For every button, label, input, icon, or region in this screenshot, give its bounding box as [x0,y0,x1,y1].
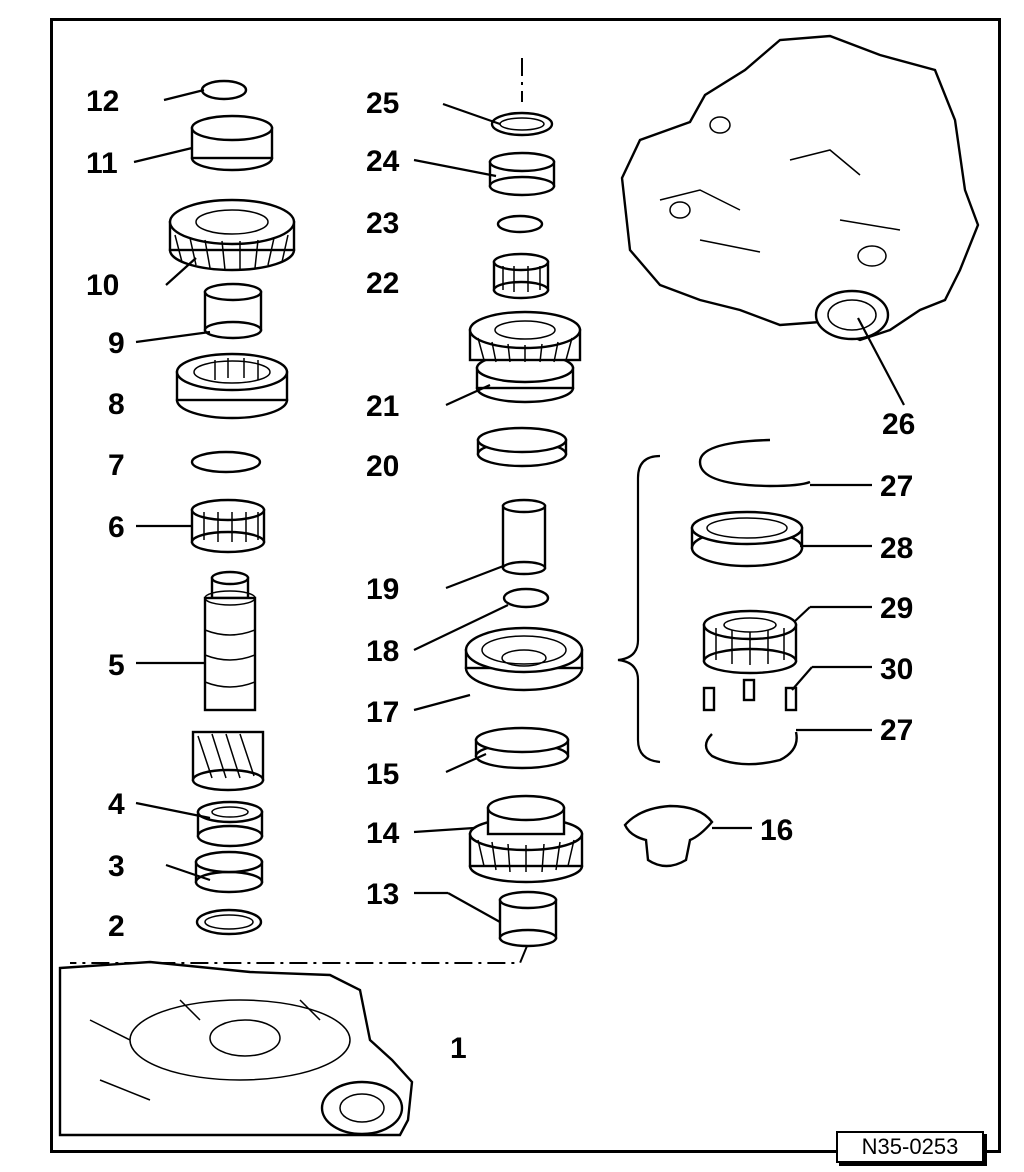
part-4-bearing [196,800,264,848]
label-2: 2 [108,910,125,943]
label-26: 26 [882,408,915,441]
part-6-needle-bearing [190,498,266,554]
part-27-circlip-bottom [704,731,798,766]
label-7: 7 [108,449,125,482]
part-25-ring [490,111,554,137]
part-22-bearing [492,252,550,300]
label-30: 30 [880,653,913,686]
label-15: 15 [366,758,399,791]
label-27-bottom: 27 [880,714,913,747]
label-18: 18 [366,635,399,668]
part-5-shaft [191,570,265,792]
part-1-transmission-case [58,960,414,1137]
label-13: 13 [366,878,399,911]
label-9: 9 [108,327,125,360]
figure-code: N35-0253 [836,1131,984,1163]
part-26-gearbox-housing [620,34,980,342]
label-4: 4 [108,788,125,821]
label-3: 3 [108,850,125,883]
label-17: 17 [366,696,399,729]
label-10: 10 [86,269,119,302]
label-19: 19 [366,573,399,606]
part-24-bearing-ring [488,151,556,197]
part-11-bearing-ring [190,114,274,172]
part-13-bush [498,890,558,948]
label-8: 8 [108,388,125,421]
part-17-hub [464,626,584,692]
part-12-circlip [200,79,248,101]
label-28: 28 [880,532,913,565]
label-5: 5 [108,649,125,682]
part-7-ring [190,450,262,474]
label-21: 21 [366,390,399,423]
label-20: 20 [366,450,399,483]
part-21-gear [468,310,582,404]
part-2-shim [195,908,263,936]
label-12: 12 [86,85,119,118]
part-30-keys [702,678,798,712]
part-14-gear [468,794,584,884]
part-15-ring [474,726,570,770]
label-6: 6 [108,511,125,544]
label-29: 29 [880,592,913,625]
label-23: 23 [366,207,399,240]
part-group-brace [617,454,661,764]
part-10-gear [168,198,296,272]
part-20-ring [476,426,568,468]
label-11: 11 [86,147,118,180]
label-22: 22 [366,267,399,300]
part-27-circlip-top [698,438,811,488]
label-16: 16 [760,814,793,847]
label-25: 25 [366,87,399,120]
part-9-bush [203,282,263,340]
part-3-race [194,850,264,894]
part-29-synchro-body [702,609,798,675]
part-8-synchro-hub [175,352,289,420]
part-18-circlip [502,587,550,609]
part-16-cap [623,804,714,868]
part-19-bush [501,498,547,576]
label-27-top: 27 [880,470,913,503]
leader-lines [133,88,905,923]
label-1: 1 [450,1032,467,1065]
label-24: 24 [366,145,400,178]
label-14: 14 [366,817,400,850]
part-23-circlip [496,214,544,234]
part-28-ring [690,510,804,568]
